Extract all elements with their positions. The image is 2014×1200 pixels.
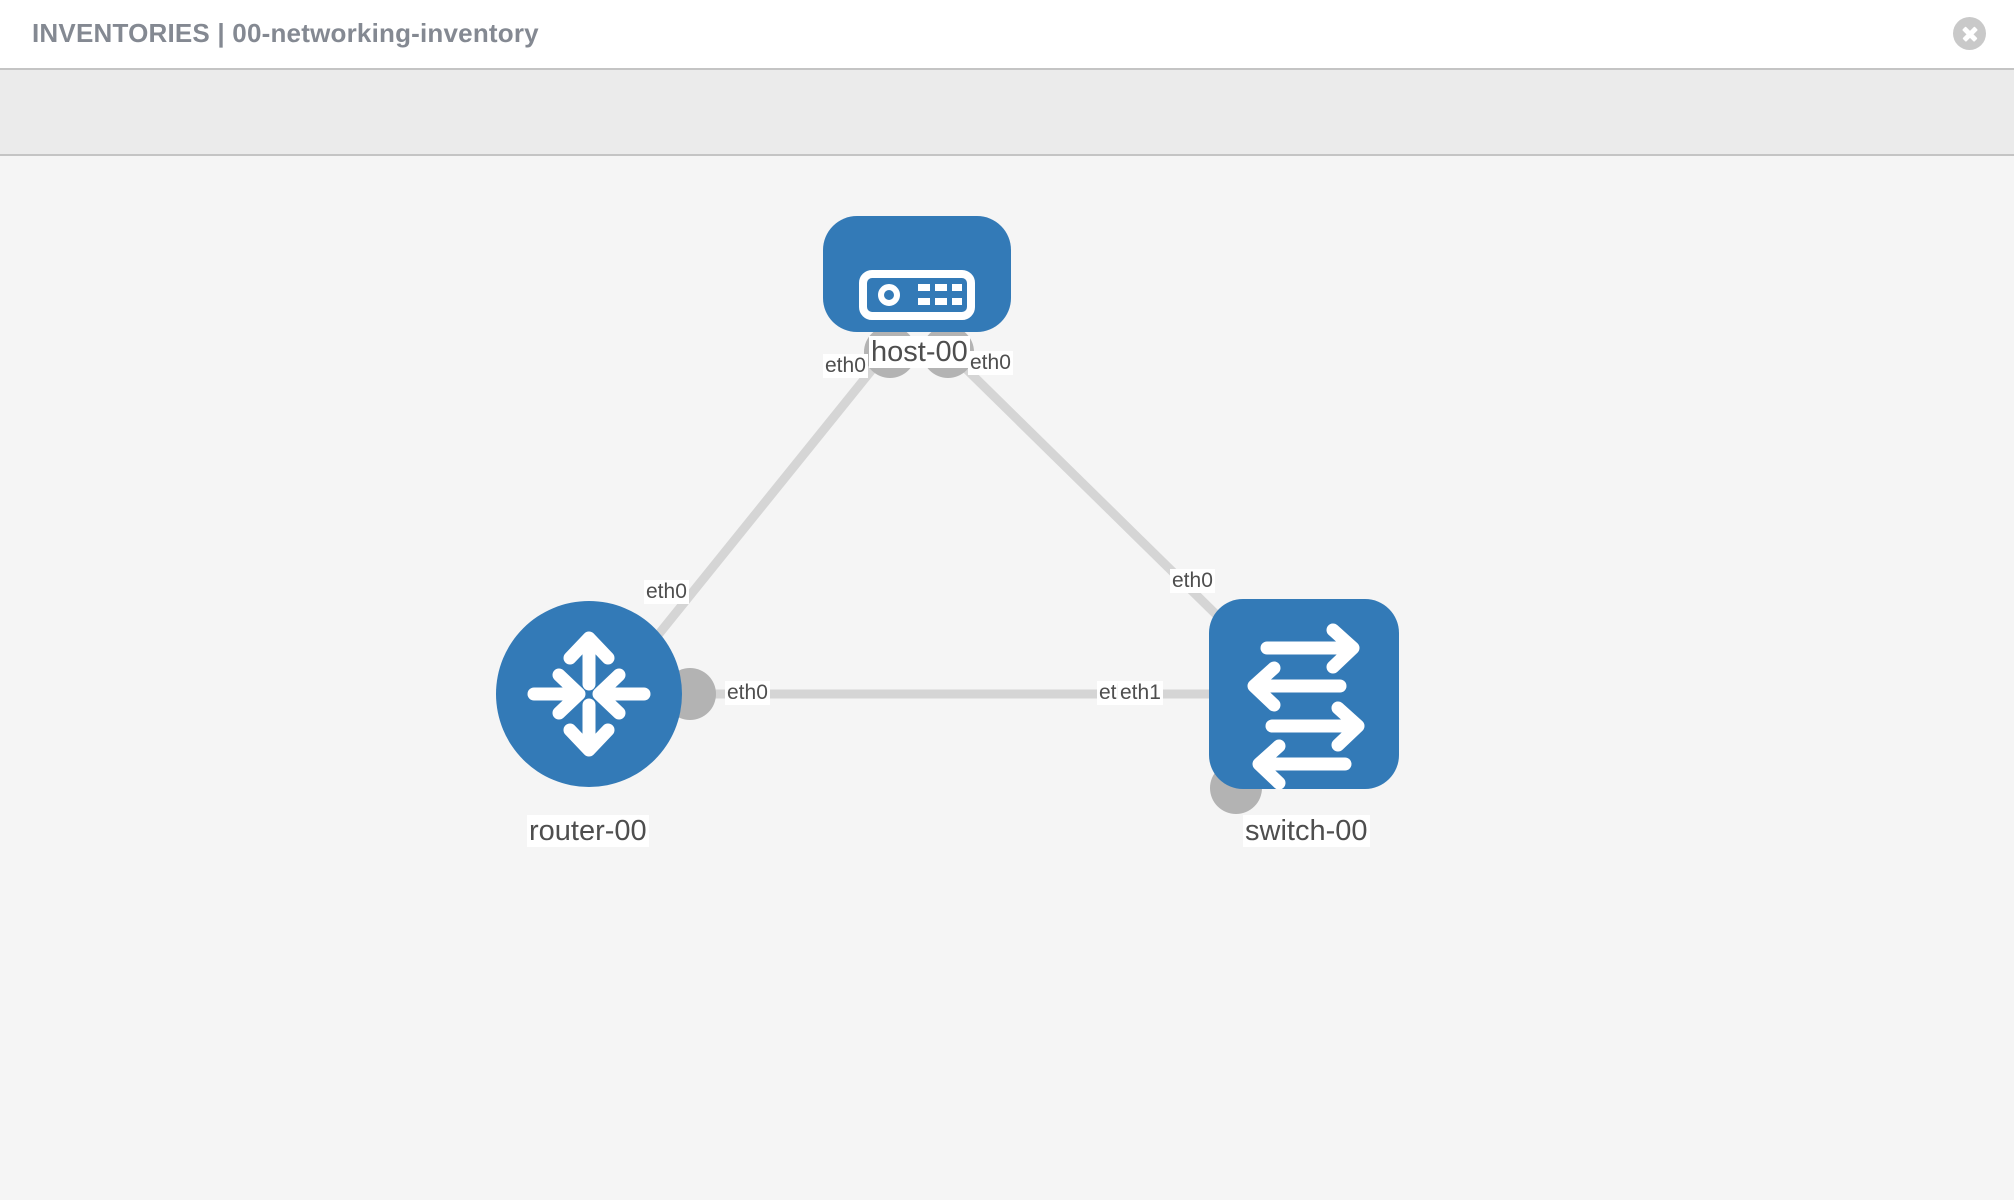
interface-label-router00-eth0[interactable]: eth0: [725, 681, 770, 706]
topology-links: [621, 352, 1242, 699]
interface-label-switch00-eth1[interactable]: eth1: [1118, 681, 1163, 706]
topology-canvas[interactable]: host-00 router-00 switch-00 eth0 eth0 et…: [0, 156, 2014, 1200]
node-switch-00[interactable]: [1209, 599, 1399, 790]
link-host00-router00[interactable]: [621, 353, 887, 679]
window-header: INVENTORIES | 00-networking-inventory: [0, 0, 2014, 68]
page-title: INVENTORIES | 00-networking-inventory: [32, 18, 539, 48]
interface-label-switch00-eth0-uplink[interactable]: eth0: [1170, 569, 1215, 594]
toolbar: ACTIONS SEARC: [0, 68, 2014, 209]
node-router-00[interactable]: [496, 601, 682, 787]
node-host-00[interactable]: [823, 216, 1011, 332]
interface-label-host00-eth0-right[interactable]: eth0: [968, 351, 1013, 376]
interface-label-host00-eth0-left[interactable]: eth0: [823, 354, 868, 379]
close-icon[interactable]: [1953, 17, 1986, 50]
topology-graph: [496, 216, 1399, 814]
node-label-host-00[interactable]: host-00: [869, 336, 970, 369]
node-label-router-00[interactable]: router-00: [527, 815, 649, 848]
link-host00-switch00[interactable]: [949, 352, 1242, 640]
node-label-switch-00[interactable]: switch-00: [1243, 815, 1370, 848]
interface-label-router00-eth0-uplink[interactable]: eth0: [644, 580, 689, 605]
